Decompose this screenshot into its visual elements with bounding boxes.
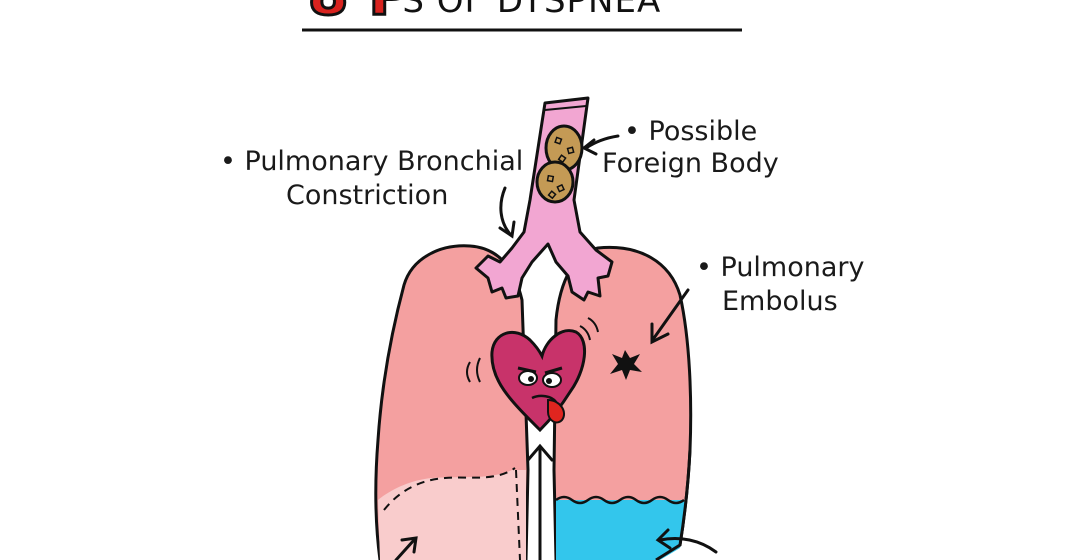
tongue-icon <box>547 398 566 424</box>
arrow-bronchial <box>499 186 512 236</box>
right-lung-fluid <box>556 500 686 560</box>
label-embolus-line2: Embolus <box>722 286 838 317</box>
title-big-letters: 8 P <box>308 0 411 28</box>
label-foreign-line1: • Possible <box>624 116 758 147</box>
heart-face-icon <box>466 317 599 433</box>
arrow-embolus <box>652 288 690 340</box>
left-lung-dashed-inner <box>515 469 521 560</box>
embolus-star-icon <box>610 350 642 380</box>
label-bronchial-line1: • Pulmonary Bronchial <box>220 146 524 177</box>
label-foreign-line2: Foreign Body <box>602 148 779 179</box>
arrow-right-lower <box>658 537 718 554</box>
fluid-wave-line <box>555 495 685 505</box>
title-rest: 'S OF DYSPNEA <box>392 0 661 21</box>
trachea-ring <box>544 105 587 111</box>
arrows <box>394 134 718 560</box>
arrow-left-lower <box>394 538 416 560</box>
left-lung-dashed-line <box>383 467 516 511</box>
right-lung-outline-redraw <box>655 449 692 560</box>
label-bronchial-line2: Constriction <box>286 180 449 211</box>
label-embolus-line1: • Pulmonary <box>696 252 865 283</box>
arrow-foreign-body <box>584 134 620 150</box>
title-area: 8 P 'S OF DYSPNEA <box>302 0 742 32</box>
